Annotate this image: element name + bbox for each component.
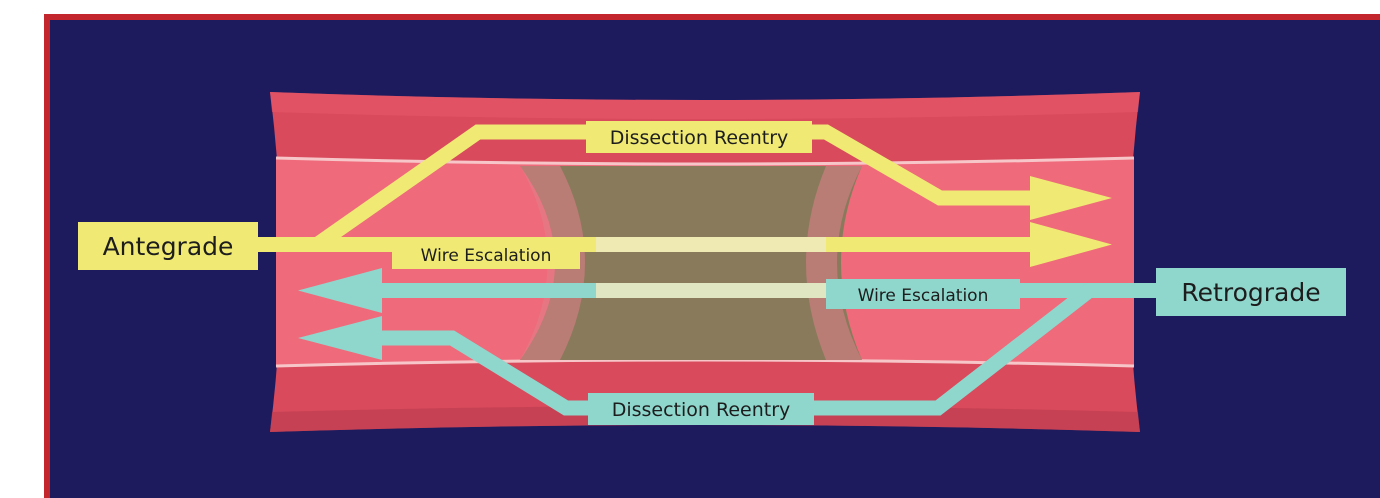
retrograde-wire-label: Wire Escalation bbox=[858, 286, 989, 306]
retrograde-dissection-label-box bbox=[588, 393, 814, 425]
antegrade-wire-label: Wire Escalation bbox=[421, 246, 552, 266]
vessel-upper-edge bbox=[275, 156, 1135, 166]
antegrade-label: Antegrade bbox=[103, 232, 234, 261]
wire-through-occlusion bbox=[596, 283, 826, 298]
retrograde-label: Retrograde bbox=[1181, 278, 1320, 307]
occlusion-distal-cap bbox=[806, 166, 862, 360]
arrow-icon bbox=[1030, 222, 1112, 267]
antegrade-dissection-reentry-path bbox=[313, 124, 1112, 251]
arrow-icon bbox=[298, 268, 382, 313]
retrograde-wire-label-box bbox=[826, 279, 1020, 309]
arrow-icon bbox=[298, 316, 382, 360]
antegrade-label-box bbox=[78, 222, 258, 270]
retrograde-label-box bbox=[1156, 268, 1346, 316]
retrograde-dissection-label: Dissection Reentry bbox=[612, 399, 791, 421]
wire-through-occlusion bbox=[596, 237, 826, 252]
arrow-icon bbox=[1030, 176, 1112, 220]
antegrade-dissection-label-box bbox=[586, 121, 812, 153]
retrograde-dissection-reentry-path bbox=[298, 284, 1095, 416]
antegrade-wire-label-box bbox=[392, 239, 580, 269]
vessel-top-shade bbox=[270, 92, 1140, 119]
occlusion-plaque bbox=[520, 166, 862, 360]
antegrade-dissection-label: Dissection Reentry bbox=[610, 127, 789, 149]
